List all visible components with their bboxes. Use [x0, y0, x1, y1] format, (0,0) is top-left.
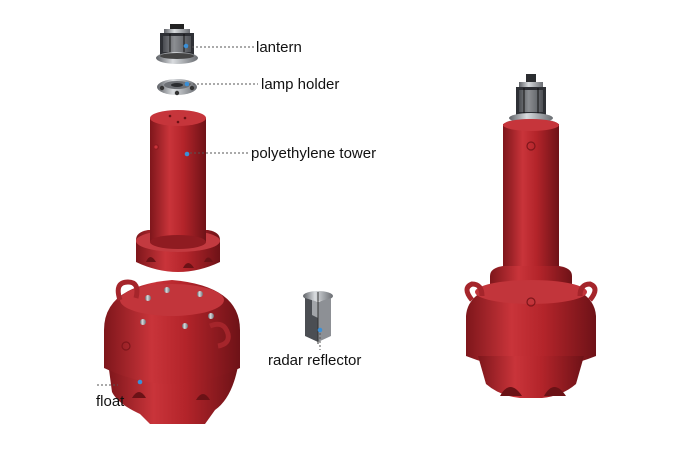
lamp-holder-dot [184, 81, 190, 87]
float-dot [137, 379, 143, 385]
radar-reflector-dot [317, 327, 323, 333]
radar-reflector-part [303, 291, 333, 344]
label-polyethylene-tower: polyethylene tower [251, 145, 376, 162]
lamp-holder-part [157, 79, 197, 96]
label-radar-reflector: radar reflector [268, 352, 361, 369]
label-lamp-holder: lamp holder [261, 76, 339, 93]
label-lantern: lantern [256, 39, 302, 56]
tower-dot [184, 151, 190, 157]
leader-lines [97, 43, 323, 386]
polyethylene-tower-part [136, 110, 220, 272]
float-part [104, 279, 240, 424]
lantern-part [156, 24, 198, 64]
label-float: float [96, 393, 125, 410]
assembled-buoy [464, 74, 598, 398]
lantern-dot [183, 43, 189, 49]
